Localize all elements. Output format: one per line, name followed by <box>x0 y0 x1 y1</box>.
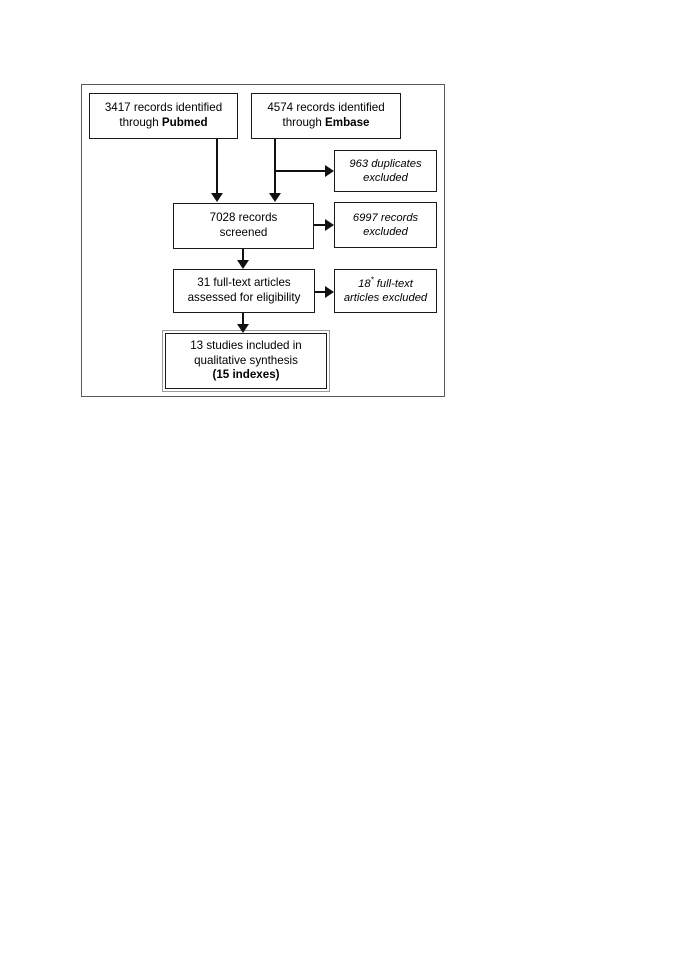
node-duplicates-excluded-line2: excluded <box>363 172 408 184</box>
node-fulltext-excluded: 18* full-text articles excluded <box>334 269 437 313</box>
node-studies-included-line3: (15 indexes) <box>170 368 322 383</box>
node-source-embase-line2: through Embase <box>256 116 396 131</box>
node-fulltext-assessed-line1: 31 full-text articles <box>197 276 291 290</box>
node-fulltext-assessed-text: 31 full-text articles assessed for eligi… <box>178 276 310 306</box>
node-source-embase-line2-bold: Embase <box>325 116 370 129</box>
node-fulltext-assessed: 31 full-text articles assessed for eligi… <box>173 269 315 313</box>
node-source-embase-line1: 4574 records identified <box>267 101 385 115</box>
node-source-embase-text: 4574 records identified through Embase <box>256 101 396 131</box>
node-records-screened: 7028 records screened <box>173 203 314 249</box>
node-fulltext-excluded-line2: articles excluded <box>343 292 428 304</box>
connector-eligibility-to-included <box>242 313 244 325</box>
node-records-excluded: 6997 records excluded <box>334 202 437 248</box>
node-source-pubmed-line2-bold: Pubmed <box>161 116 208 129</box>
connector-to-duplicates-excluded <box>274 170 326 172</box>
connector-eligibility-to-fulltext-excluded <box>315 291 326 293</box>
connector-screened-to-eligibility <box>242 249 244 261</box>
node-studies-included-text: 13 studies included in qualitative synth… <box>170 339 322 383</box>
node-studies-included-line1: 13 studies included in <box>190 338 302 352</box>
node-records-excluded-text: 6997 records excluded <box>339 211 432 240</box>
node-duplicates-excluded: 963 duplicates excluded <box>334 150 437 192</box>
arrowhead-screened-to-eligibility <box>237 260 249 269</box>
arrowhead-eligibility-to-fulltext-excluded <box>325 286 334 298</box>
connector-embase-to-screened <box>274 139 276 194</box>
node-studies-included-line3-bold: (15 indexes) <box>212 368 280 382</box>
flow-diagram-frame: 3417 records identified through Pubmed 4… <box>81 84 445 397</box>
arrowhead-embase-to-screened <box>269 193 281 202</box>
node-source-embase: 4574 records identified through Embase <box>251 93 401 139</box>
connector-pubmed-to-screened <box>216 139 218 194</box>
node-fulltext-excluded-text: 18* full-text articles excluded <box>339 274 432 306</box>
arrowhead-to-duplicates-excluded <box>325 165 334 177</box>
node-source-pubmed: 3417 records identified through Pubmed <box>89 93 238 139</box>
arrowhead-eligibility-to-included <box>237 324 249 333</box>
node-source-pubmed-text: 3417 records identified through Pubmed <box>94 101 233 131</box>
arrowhead-pubmed-to-screened <box>211 193 223 202</box>
footnote-marker-icon: * <box>370 274 374 284</box>
node-source-pubmed-line1: 3417 records identified <box>104 101 223 115</box>
node-fulltext-assessed-line2: assessed for eligibility <box>187 291 301 304</box>
node-records-screened-text: 7028 records screened <box>178 211 309 241</box>
arrowhead-screened-to-records-excluded <box>325 219 334 231</box>
connector-screened-to-records-excluded <box>314 224 326 226</box>
node-source-pubmed-line2-prefix: through <box>119 116 162 129</box>
node-studies-included: 13 studies included in qualitative synth… <box>162 330 330 392</box>
node-fulltext-excluded-suffix: full-text <box>373 277 413 290</box>
node-records-excluded-line1: 6997 records <box>352 211 419 224</box>
node-source-pubmed-line2: through Pubmed <box>94 116 233 131</box>
node-fulltext-excluded-line1: 18* full-text <box>339 274 432 291</box>
node-records-excluded-line2: excluded <box>363 226 408 238</box>
node-source-embase-line2-prefix: through <box>282 116 326 129</box>
node-records-screened-line2: screened <box>219 226 268 239</box>
node-studies-included-line2: qualitative synthesis <box>194 353 298 367</box>
node-fulltext-excluded-value: 18 <box>358 277 371 290</box>
node-records-screened-line1: 7028 records <box>209 211 278 225</box>
node-duplicates-excluded-text: 963 duplicates excluded <box>339 157 432 186</box>
node-duplicates-excluded-line1: 963 duplicates <box>349 157 422 170</box>
